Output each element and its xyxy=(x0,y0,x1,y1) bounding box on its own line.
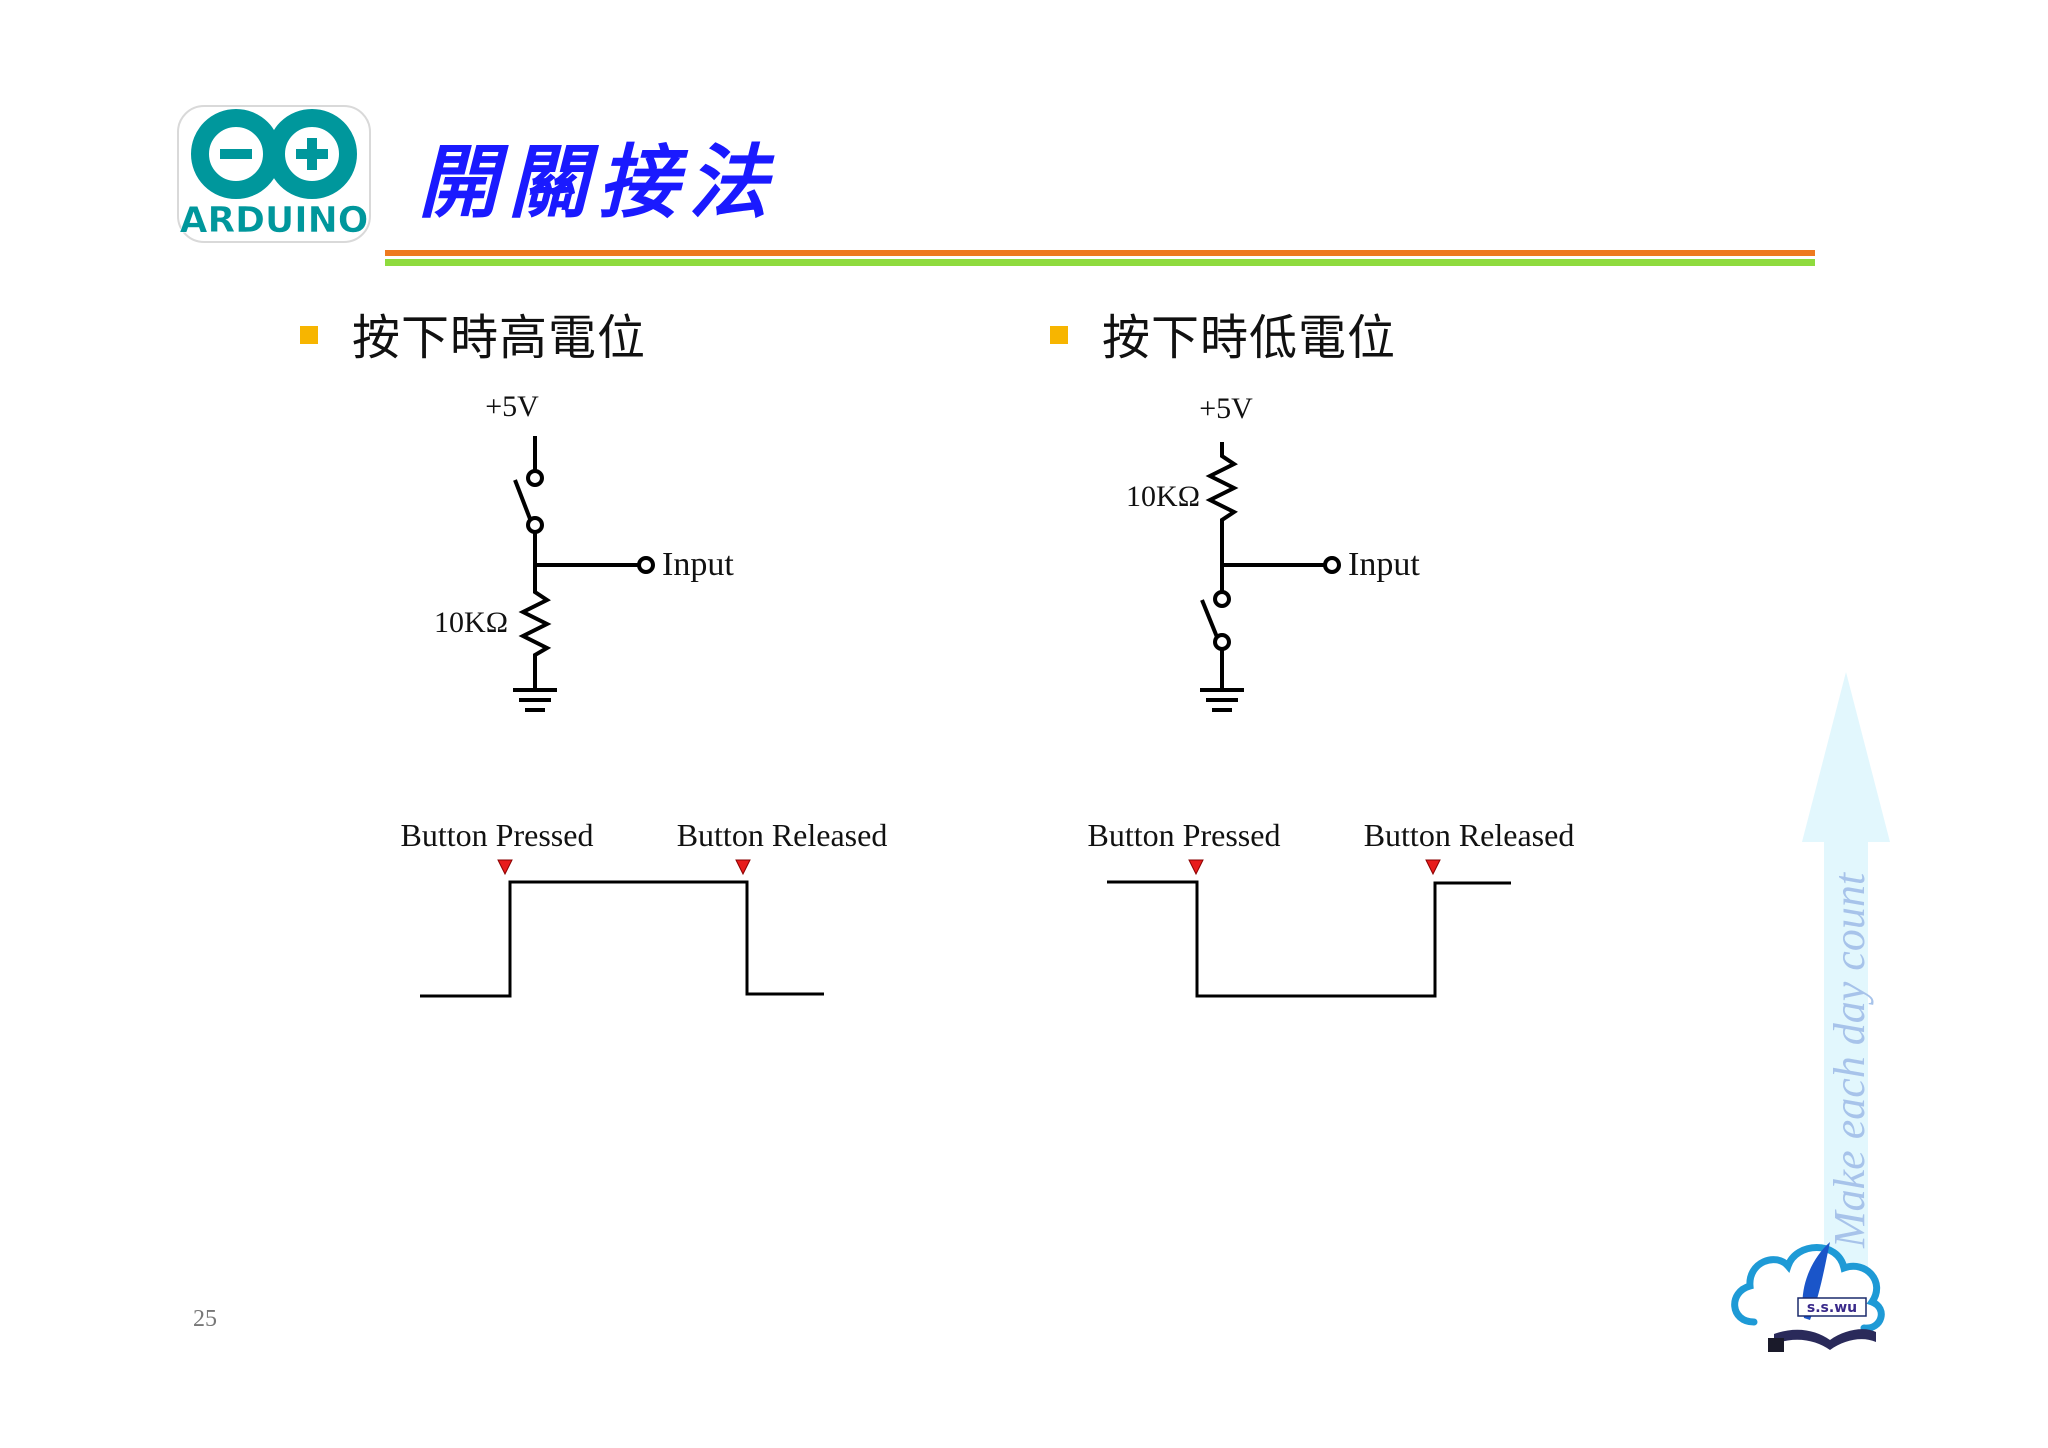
switch-contact xyxy=(1213,633,1231,651)
page-number: 25 xyxy=(193,1306,217,1332)
infinity-minus-plus-icon xyxy=(191,109,357,199)
released-label: Button Released xyxy=(677,817,888,853)
title-rule-green xyxy=(385,259,1815,266)
released-label: Button Released xyxy=(1364,817,1575,853)
circuit-low-active: +5V Input 10KΩ xyxy=(1126,392,1420,712)
section-heading-low: 按下時低電位 xyxy=(1102,310,1397,366)
input-label: Input xyxy=(1348,546,1420,583)
circuit-high-active: +5V Input 10KΩ xyxy=(434,390,734,712)
section-heading-high: 按下時高電位 xyxy=(352,310,647,366)
switch-contact xyxy=(526,469,544,487)
page-title: 開關接法 xyxy=(418,135,778,229)
resistor-symbol xyxy=(518,588,552,690)
pressed-label: Button Pressed xyxy=(401,817,594,853)
switch-contact xyxy=(526,516,544,534)
signal-trace xyxy=(1107,880,1511,998)
supply-label: +5V xyxy=(485,390,539,423)
logo-text: ARDUINO xyxy=(180,200,369,241)
input-terminal xyxy=(637,556,655,574)
released-marker xyxy=(735,859,751,876)
brand-text: s.s.wu xyxy=(1807,1300,1857,1316)
resistor-label: 10KΩ xyxy=(434,606,508,639)
book-icon xyxy=(1774,1329,1876,1350)
resistor-label: 10KΩ xyxy=(1126,480,1200,513)
sswu-logo: s.s.wu xyxy=(1731,1242,1885,1352)
signal-trace xyxy=(420,880,824,998)
arduino-logo: ARDUINO xyxy=(177,105,371,243)
waveform-high-active: Button Pressed Button Released xyxy=(401,817,888,998)
input-label: Input xyxy=(662,546,734,583)
pressed-marker xyxy=(497,859,513,876)
bullet-square xyxy=(1050,326,1068,344)
motto-text: Make each day count xyxy=(1825,871,1874,1249)
title-rule-orange xyxy=(385,250,1815,256)
waveform-low-active: Button Pressed Button Released xyxy=(1088,817,1575,998)
switch-contact xyxy=(1213,590,1231,608)
bullet-square xyxy=(300,326,318,344)
resistor-symbol xyxy=(1205,442,1239,565)
released-marker xyxy=(1425,859,1441,876)
motto-arrow: Make each day count xyxy=(1802,672,1890,1278)
pressed-marker xyxy=(1188,859,1204,876)
input-terminal xyxy=(1323,556,1341,574)
supply-label: +5V xyxy=(1199,392,1253,425)
pressed-label: Button Pressed xyxy=(1088,817,1281,853)
